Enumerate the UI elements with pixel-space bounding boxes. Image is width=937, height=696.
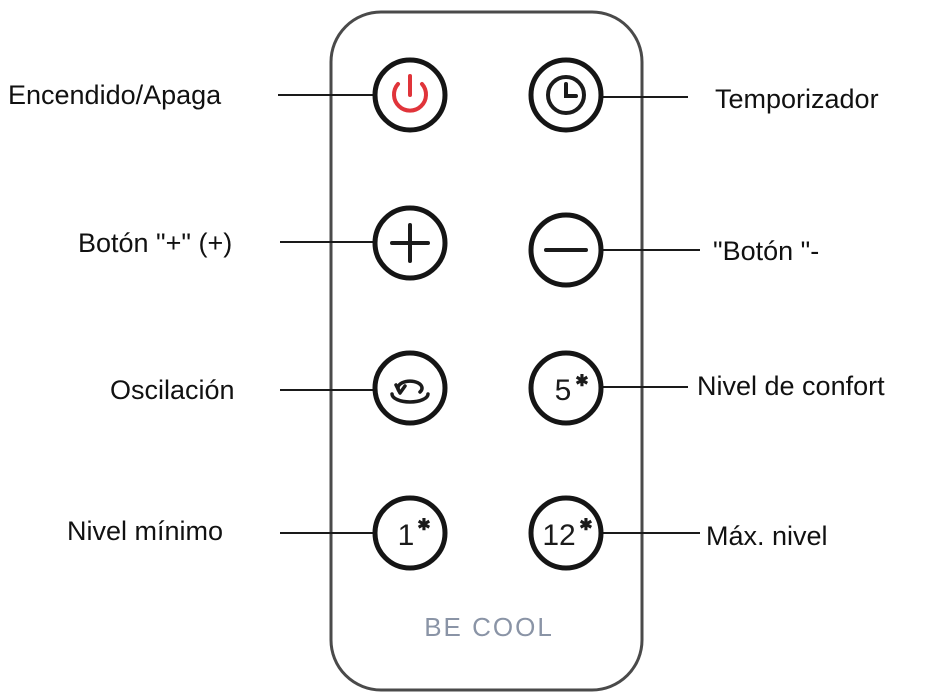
timer-button[interactable]: [528, 57, 604, 133]
minus-button[interactable]: [528, 212, 604, 288]
clock-icon: [546, 75, 586, 115]
power-button[interactable]: [372, 57, 448, 133]
label-timer: Temporizador: [715, 84, 879, 114]
label-oscillation: Oscilación: [110, 375, 235, 405]
label-min-level: Nivel mínimo: [67, 516, 223, 546]
max-level-button[interactable]: 12 ✱: [528, 495, 604, 571]
label-minus: "Botón "-: [713, 236, 819, 266]
label-comfort: Nivel de confort: [697, 371, 885, 401]
label-plus: Botón "+" (+): [78, 228, 232, 258]
comfort-button-text: 5: [555, 374, 572, 407]
fan-icon: ✱: [579, 517, 592, 534]
comfort-button[interactable]: 5 ✱: [528, 350, 604, 426]
min-level-button[interactable]: 1 ✱: [372, 495, 448, 571]
plus-icon: [390, 223, 430, 263]
max-level-button-text: 12: [542, 519, 575, 552]
fan-icon: ✱: [575, 373, 588, 390]
fan-icon: ✱: [417, 517, 430, 534]
label-power: Encendido/Apaga: [8, 80, 222, 110]
label-max-level: Máx. nivel: [706, 521, 828, 551]
oscillation-icon: [390, 379, 430, 404]
power-icon: [392, 74, 428, 113]
min-level-button-text: 1: [398, 519, 415, 552]
oscillation-button[interactable]: [372, 350, 448, 426]
brand-logo: BE COOL: [424, 612, 554, 642]
plus-button[interactable]: [372, 205, 448, 281]
